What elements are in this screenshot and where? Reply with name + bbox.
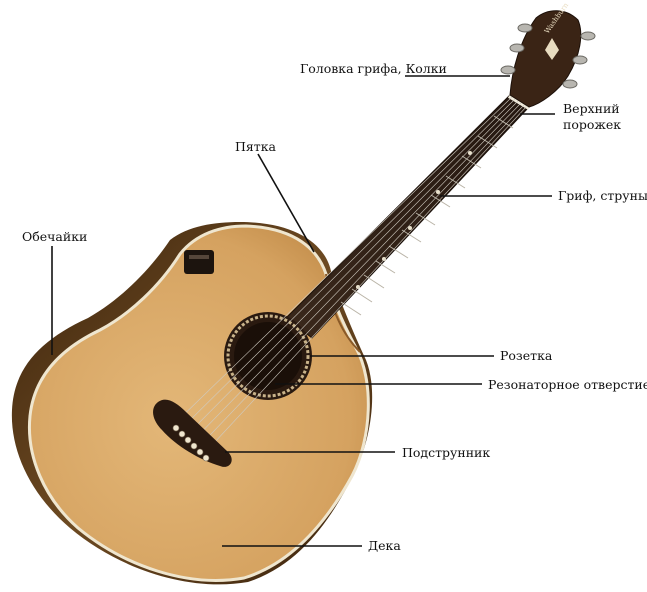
fret-markers: [356, 151, 472, 289]
preamp-panel: [184, 250, 214, 274]
preamp-slider: [189, 255, 209, 259]
fretboard: [285, 94, 530, 339]
strings: [169, 96, 528, 459]
guitar-top: [27, 224, 370, 582]
label-sides: Обечайки: [22, 229, 88, 244]
leader-heel: [257, 153, 315, 253]
label-nut: Верхний порожек: [563, 101, 622, 132]
nut: [507, 94, 531, 110]
headstock-inlay: [545, 38, 559, 60]
label-bridge: Подструнник: [402, 445, 491, 460]
label-heel: Пятка: [235, 139, 276, 154]
rosette-inlay: [226, 314, 310, 398]
soundhole: [234, 322, 302, 390]
label-soundhole: Резонаторное отверстие: [488, 377, 647, 392]
bridge-pins: [172, 424, 210, 462]
tuning-pegs: [500, 23, 596, 89]
leader-lines: [51, 75, 555, 547]
label-rosette: Розетка: [500, 348, 553, 363]
label-neck-strings: Гриф, струны: [558, 188, 647, 203]
bridge: [153, 399, 232, 467]
label-headstock-tuners: Головка грифа, Колки: [300, 61, 447, 76]
label-top: Дека: [368, 538, 401, 553]
